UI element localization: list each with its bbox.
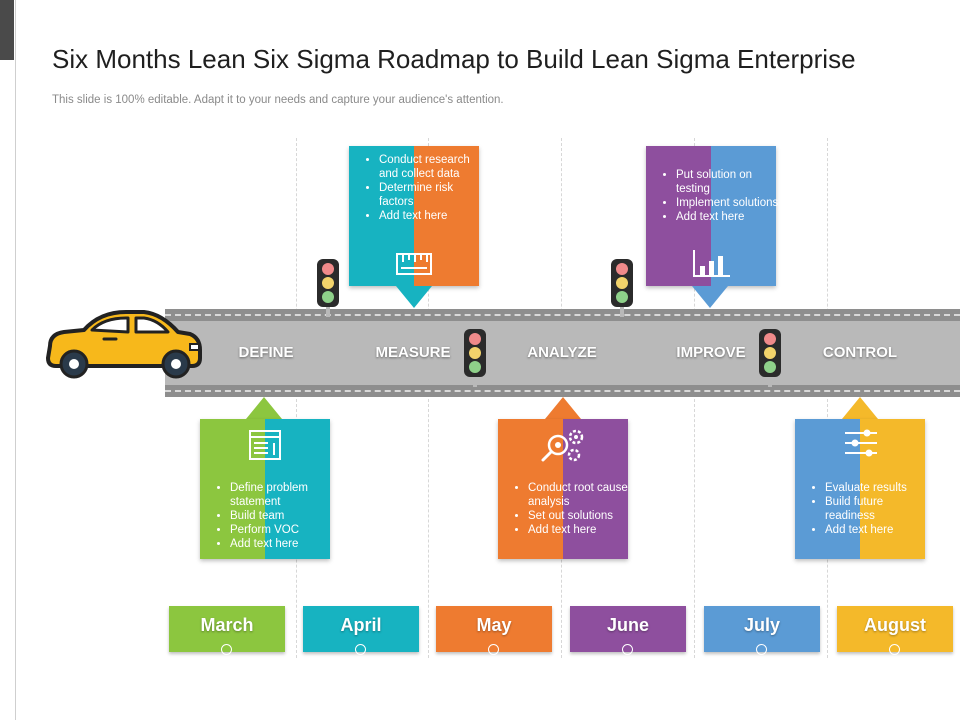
month-label: June: [606, 615, 649, 635]
slide-side-tab: [0, 0, 14, 60]
month-label: April: [340, 615, 382, 635]
list-item: Add text here: [230, 537, 336, 551]
sliders-icon: [845, 429, 877, 457]
month-march: March: [169, 606, 285, 655]
measure-list: Conduct research and collect data Determ…: [365, 153, 483, 223]
month-label: May: [476, 615, 512, 635]
month-label: July: [743, 615, 781, 635]
improve-card: Put solution on testing Implement soluti…: [646, 146, 778, 286]
guide-line: [827, 138, 828, 658]
page-title: Six Months Lean Six Sigma Roadmap to Bui…: [52, 44, 856, 74]
measure-ruler-icon: [396, 253, 432, 275]
list-item: Evaluate results: [825, 481, 931, 495]
control-card-pointer: [842, 397, 878, 419]
improve-list: Put solution on testing Implement soluti…: [662, 168, 780, 224]
timeline-dot: [889, 644, 900, 655]
phase-measure: MEASURE: [375, 344, 451, 361]
list-item: Build team: [230, 509, 336, 523]
timeline-dot: [756, 644, 767, 655]
analyze-card-pointer: [545, 397, 581, 419]
phase-analyze: ANALYZE: [527, 344, 597, 361]
list-item: Perform VOC: [230, 523, 336, 537]
define-card-pointer: [246, 397, 282, 419]
traffic-light-icon: [464, 329, 486, 387]
list-item: Define problem statement: [230, 481, 336, 509]
road-bottom-edge: [165, 385, 960, 397]
analyze-list: Conduct root cause analysis Set out solu…: [514, 481, 634, 537]
list-item: Add text here: [825, 523, 931, 537]
road: [165, 321, 960, 385]
month-august: August: [837, 606, 953, 655]
document-chart-icon: [249, 430, 281, 460]
list-item: Conduct research and collect data: [379, 153, 483, 181]
road-top-edge: [165, 309, 960, 321]
month-label: August: [864, 615, 926, 635]
list-item: Add text here: [379, 209, 483, 223]
left-border-line: [15, 0, 16, 720]
month-label: March: [200, 615, 254, 635]
page-subtitle: This slide is 100% editable. Adapt it to…: [52, 94, 504, 106]
timeline-dot: [488, 644, 499, 655]
month-may: May: [436, 606, 552, 655]
list-item: Implement solutions: [676, 196, 780, 210]
control-list: Evaluate results Build future readiness …: [811, 481, 931, 537]
list-item: Add text here: [676, 210, 780, 224]
improve-card-pointer: [692, 286, 728, 308]
list-item: Put solution on testing: [676, 168, 780, 196]
list-item: Build future readiness: [825, 495, 931, 523]
month-april: April: [303, 606, 419, 655]
list-item: Determine risk factors: [379, 181, 483, 209]
traffic-light-icon: [611, 259, 633, 317]
phase-control: CONTROL: [822, 344, 898, 361]
guide-line: [428, 138, 429, 658]
measure-card-pointer: [396, 286, 432, 308]
define-card: Define problem statement Build team Perf…: [200, 419, 330, 559]
define-list: Define problem statement Build team Perf…: [216, 481, 336, 551]
timeline-dot: [622, 644, 633, 655]
guide-line: [296, 138, 297, 658]
traffic-light-icon: [317, 259, 339, 317]
month-july: July: [704, 606, 820, 655]
phase-define: DEFINE: [238, 344, 294, 361]
phase-improve: IMPROVE: [676, 344, 746, 361]
control-card: Evaluate results Build future readiness …: [795, 419, 925, 559]
timeline-dot: [221, 644, 232, 655]
car-icon: [46, 310, 202, 379]
guide-line: [694, 138, 695, 658]
magnifier-gears-icon: [541, 429, 584, 462]
list-item: Add text here: [528, 523, 634, 537]
traffic-light-icon: [759, 329, 781, 387]
month-june: June: [570, 606, 686, 655]
timeline-dot: [355, 644, 366, 655]
bar-chart-up-icon: [693, 250, 730, 277]
analyze-card: Conduct root cause analysis Set out solu…: [498, 419, 628, 559]
list-item: Conduct root cause analysis: [528, 481, 634, 509]
list-item: Set out solutions: [528, 509, 634, 523]
measure-card: Conduct research and collect data Determ…: [349, 146, 479, 286]
